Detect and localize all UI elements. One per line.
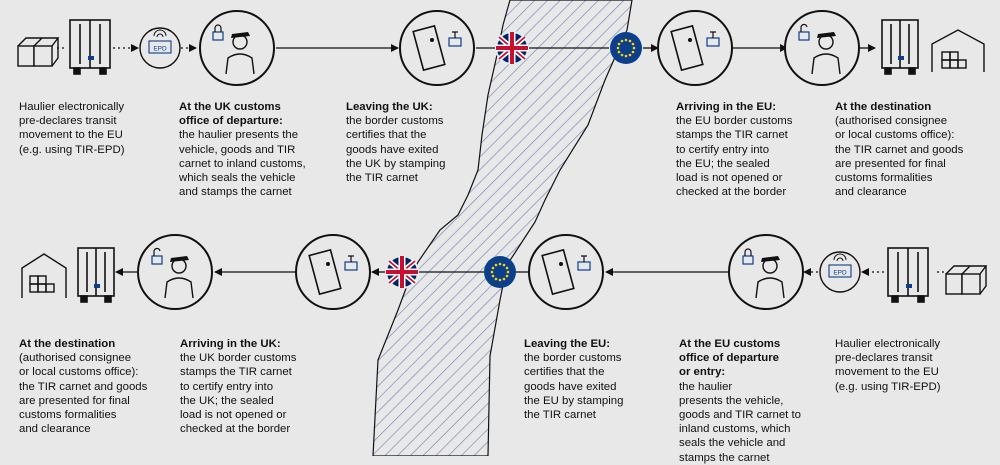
warehouse-icon	[931, 29, 985, 72]
step-body: the UK border customs stamps the TIR car…	[180, 352, 297, 436]
step-top-5: At the destination (authorised consignee…	[835, 100, 963, 199]
truck-rear-icon	[881, 19, 919, 75]
step-top-1: Haulier electronically pre-declares tran…	[19, 100, 125, 157]
step-bottom-5: Haulier electronically pre-declares tran…	[835, 337, 941, 394]
carnet-stamp-icon	[295, 234, 371, 310]
step-top-3: Leaving the UK: the border customs certi…	[346, 100, 445, 185]
truck-rear-icon	[77, 247, 115, 303]
epd-label-bottom: EPD	[833, 270, 847, 277]
border-zone	[372, 0, 633, 456]
step-title: Arriving in the EU:	[676, 101, 776, 113]
uk-flag-icon	[385, 255, 419, 289]
step-title: Arriving in the UK:	[180, 338, 281, 350]
step-top-4: Arriving in the EU: the EU border custom…	[676, 100, 793, 199]
step-title: At the EU customs office of departure or…	[679, 338, 781, 379]
step-title: At the UK customs office of departure:	[179, 101, 283, 128]
step-bottom-3: Leaving the EU: the border customs certi…	[524, 337, 623, 422]
step-body: Haulier electronically pre-declares tran…	[835, 338, 941, 393]
step-title: At the destination	[19, 338, 116, 350]
carnet-stamp-icon	[399, 10, 475, 86]
step-body: the border customs certifies that the go…	[346, 115, 446, 185]
cargo-boxes-icon	[945, 265, 988, 295]
step-bottom-2: Arriving in the UK: the UK border custom…	[180, 337, 297, 436]
carnet-stamp-icon	[657, 10, 733, 86]
step-title: Leaving the UK:	[346, 101, 433, 113]
step-body: (authorised consignee or local customs o…	[19, 352, 148, 436]
eu-flag-icon	[610, 32, 642, 64]
eu-flag-icon	[484, 256, 516, 288]
epd-icon	[819, 251, 861, 293]
step-body: the haulier presents the vehicle, goods …	[179, 129, 306, 199]
cargo-boxes-icon	[17, 37, 60, 67]
step-title: Leaving the EU:	[524, 338, 611, 350]
step-body: Haulier electronically pre-declares tran…	[19, 101, 125, 156]
customs-officer-icon	[199, 10, 275, 86]
step-body: (authorised consignee or local customs o…	[835, 115, 964, 199]
uk-flag-icon	[495, 31, 529, 65]
customs-officer-icon	[728, 234, 804, 310]
epd-icon	[139, 27, 181, 69]
truck-rear-icon	[69, 19, 111, 75]
epd-label-top: EPD	[153, 46, 167, 53]
step-bottom-4: At the EU customs office of departure or…	[679, 337, 801, 465]
carnet-stamp-icon	[528, 234, 604, 310]
step-body: the haulier presents the vehicle, goods …	[679, 380, 801, 464]
step-body: the border customs certifies that the go…	[524, 352, 624, 422]
warehouse-icon	[21, 253, 67, 298]
step-bottom-1: At the destination (authorised consignee…	[19, 337, 147, 436]
step-top-2: At the UK customs office of departure: t…	[179, 100, 306, 199]
customs-officer-unlock-icon	[784, 10, 860, 86]
step-title: At the destination	[835, 101, 932, 113]
customs-officer-unlock-icon	[137, 234, 213, 310]
step-body: the EU border customs stamps the TIR car…	[676, 115, 793, 199]
truck-rear-icon	[887, 247, 929, 303]
